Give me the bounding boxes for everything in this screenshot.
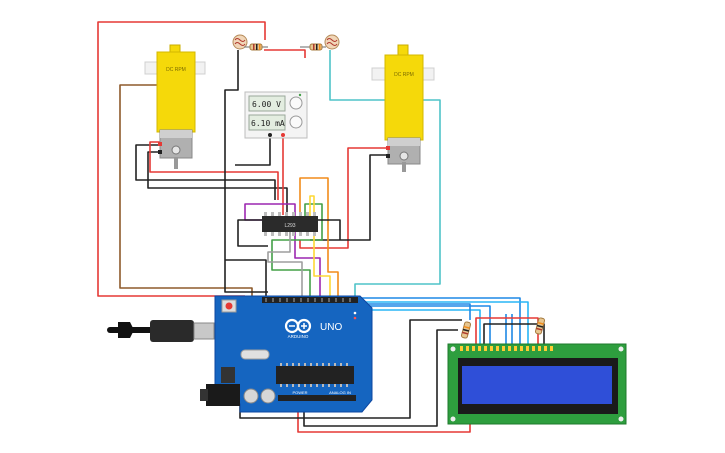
current-knob-icon[interactable]	[289, 115, 303, 129]
power-header-label: POWER	[292, 390, 307, 395]
gear-motor-right[interactable]: DC RPM	[371, 44, 435, 172]
wire-teal[interactable]	[329, 50, 441, 296]
lcd-16x2[interactable]	[447, 343, 627, 425]
wire-black-supply[interactable]	[235, 138, 271, 166]
usb-connector[interactable]	[107, 320, 215, 342]
wire-blue-lcd-2[interactable]	[356, 301, 529, 344]
wire-red-motor-right[interactable]	[299, 147, 390, 249]
resistor[interactable]	[244, 43, 268, 51]
voltage-knob-icon[interactable]	[289, 96, 303, 110]
photoresistor-left[interactable]	[232, 34, 248, 50]
wire-black-chip[interactable]	[237, 219, 268, 247]
arduino-uno[interactable]: UNO ARDUINO POWER ANALOG IN	[200, 295, 373, 413]
wire-black-chip-2[interactable]	[316, 219, 341, 240]
ic-label: L293	[284, 223, 295, 229]
motor-driver-ic[interactable]: L293	[262, 212, 318, 236]
photoresistor-right[interactable]	[324, 34, 340, 50]
wire-blue-lcd-3[interactable]	[352, 305, 491, 344]
lcd-screen	[462, 366, 612, 404]
wire-black-motor-left-2[interactable]	[147, 151, 288, 220]
board-brand: ARDUINO	[288, 334, 309, 339]
wire-black-arduino-gnd[interactable]	[225, 259, 267, 296]
power-supply[interactable]: 6.00 V 6.10 mA	[244, 91, 308, 139]
wire-red-top[interactable]	[97, 21, 266, 297]
arduino-logo-icon	[284, 318, 312, 334]
wire-gray[interactable]	[267, 220, 303, 296]
wire-blue-lcd-4[interactable]	[348, 309, 481, 344]
voltage-readout: 6.00 V	[252, 100, 281, 109]
wire-red-resistor[interactable]	[264, 49, 306, 58]
gear-motor-left[interactable]: DC RPM	[144, 44, 206, 169]
current-readout: 6.10 mA	[251, 119, 285, 128]
wire-green[interactable]	[271, 203, 323, 296]
wire-black-lcd-gnd[interactable]	[303, 329, 458, 427]
wire-black-lcd-backlight[interactable]	[483, 323, 545, 344]
wire-black-motor-left[interactable]	[135, 144, 276, 200]
wire-black-resistor[interactable]	[224, 50, 268, 293]
wires	[97, 21, 545, 433]
motor-label: DC RPM	[394, 72, 414, 78]
resistor-right[interactable]	[300, 43, 326, 51]
wire-red-motor-left[interactable]	[149, 141, 279, 200]
potentiometer-resistors[interactable]	[460, 317, 546, 339]
wire-orange[interactable]	[299, 177, 339, 296]
analog-header-label: ANALOG IN	[329, 390, 351, 395]
motor-label: DC RPM	[166, 67, 186, 73]
wire-blue-lcd-1[interactable]	[360, 297, 521, 344]
board-model: UNO	[320, 322, 342, 333]
wire-blue-lcd-5[interactable]	[344, 303, 471, 320]
